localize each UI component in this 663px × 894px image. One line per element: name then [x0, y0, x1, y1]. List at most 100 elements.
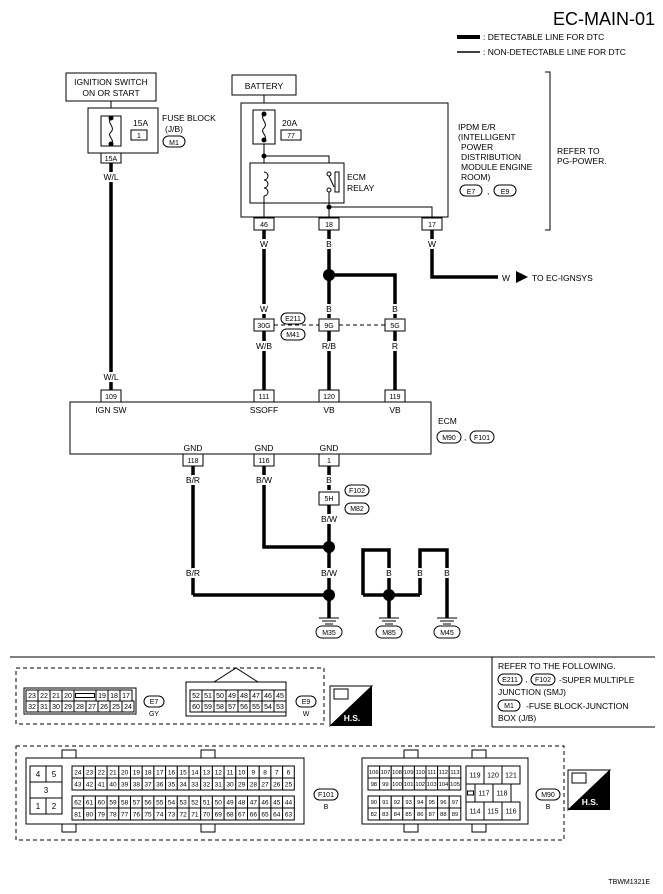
svg-text:H.S.: H.S. [344, 713, 361, 723]
m90-pin-101-label: 101 [404, 782, 414, 788]
wire-label-wl-bottom: W/L [103, 372, 118, 382]
ecm-relay-box [249, 162, 345, 204]
ecm-connector-f101: F101 [474, 435, 490, 442]
f101-pin-48-label: 48 [238, 799, 246, 806]
refer-note-jb-2: BOX (J/B) [498, 713, 536, 723]
f101-pin-51-label: 51 [203, 799, 211, 806]
f101-pin-73-label: 73 [168, 811, 176, 818]
f101-pin-58-label: 58 [121, 799, 129, 806]
e7-pin-19-label: 19 [98, 693, 106, 700]
ipdm-label-4: DISTRIBUTION [461, 152, 521, 162]
ecm-box [69, 401, 432, 455]
ipdm-terminal-17: 17 [428, 222, 436, 229]
e7-pin-blank4-blank [75, 693, 95, 698]
f101-pin-63-label: 63 [285, 811, 293, 818]
m90-pin-83-label: 83 [382, 812, 388, 818]
f101-pin-44-label: 44 [285, 799, 293, 806]
svg-text:,: , [525, 674, 527, 684]
f101-pin-50-label: 50 [215, 799, 223, 806]
wire-label-w-1: W [260, 239, 268, 249]
relay-switch-icon [328, 175, 335, 188]
f101-pin-34-label: 34 [180, 781, 188, 788]
wire-label-b-1: B [326, 239, 332, 249]
f101-pin-52-label: 52 [191, 799, 199, 806]
e9-pin-49-label: 49 [228, 693, 236, 700]
splice-gnd-1 [323, 541, 335, 553]
wire-label-br-1: B/R [186, 475, 200, 485]
refer-note-f102: F102 [535, 677, 551, 684]
m90-pin-114-label: 114 [469, 809, 480, 816]
wire-label-b-7: B [444, 568, 450, 578]
ecm-pin-name-vb-2: VB [389, 405, 401, 415]
e7-pin-20-label: 20 [64, 693, 72, 700]
connector-e7-color: GY [149, 711, 159, 718]
m90-pin-91-label: 91 [382, 800, 388, 806]
svg-text:H.S.: H.S. [582, 797, 599, 807]
f102-connector: F102 [349, 488, 365, 495]
f101-pin-25-label: 25 [285, 781, 293, 788]
m90-pin-89 [448, 807, 462, 821]
wire-label-wb: W/B [256, 341, 272, 351]
ecm-pin-109: 109 [105, 394, 117, 401]
connector-f101-name: F101 [318, 792, 334, 799]
m90-pin-106-label: 106 [369, 770, 379, 776]
ecm-pin-name-gnd-2: GND [255, 443, 274, 453]
fuse-block-slot: 1 [137, 133, 141, 140]
e7-pin-18-label: 18 [110, 693, 118, 700]
refer-note-m1: M1 [504, 703, 514, 710]
wire-label-rb: R/B [322, 341, 337, 351]
m90-pin-120-label: 120 [487, 773, 499, 780]
f101-pin-24-label: 24 [74, 769, 82, 776]
f101-pin-35-label: 35 [168, 781, 176, 788]
m90-pin-108-label: 108 [392, 770, 402, 776]
f101-pin-81-label: 81 [74, 811, 82, 818]
f101-pin-45-label: 45 [273, 799, 281, 806]
ignition-switch-box [65, 72, 157, 102]
f101-pin-25 [282, 777, 295, 791]
m90-pin-109-label: 109 [404, 770, 414, 776]
e9-pin-51-label: 51 [204, 693, 212, 700]
junction-9g: 9G [324, 323, 333, 330]
wire-label-b-3: B [392, 304, 398, 314]
svg-text:,: , [464, 432, 466, 442]
ground-m85: M85 [382, 630, 396, 637]
f101-pin-72-label: 72 [180, 811, 188, 818]
f101-pin-62-label: 62 [74, 799, 82, 806]
e7-pin-28-label: 28 [76, 704, 84, 711]
hs-badge: H.S. [567, 769, 612, 812]
connector-e9-color: W [303, 711, 310, 718]
e9-pin-52-label: 52 [192, 693, 200, 700]
svg-text:,: , [487, 186, 489, 196]
e9-pin-50-label: 50 [216, 693, 224, 700]
f101-pin-67-label: 67 [238, 811, 246, 818]
refer-note-jb-1: -FUSE BLOCK-JUNCTION [526, 701, 628, 711]
f101-pin-70-label: 70 [203, 811, 211, 818]
f101-pin-65-label: 65 [261, 811, 269, 818]
m90-pin-110-label: 110 [416, 770, 425, 776]
e9-pin-45-label: 45 [276, 693, 284, 700]
fuse-block-jb: (J/B) [165, 124, 183, 134]
ipdm-label-2: (INTELLIGENT [458, 132, 516, 142]
ground-m45: M45 [440, 630, 454, 637]
e9-pin-55-label: 55 [252, 704, 260, 711]
f101-pin-17-label: 17 [156, 769, 164, 776]
f101-pin-23-label: 23 [86, 769, 94, 776]
ecm-pin-111: 111 [259, 394, 270, 401]
battery-label: BATTERY [245, 81, 284, 91]
connector-m90-name: M90 [541, 792, 555, 799]
connector-m90-color: B [546, 804, 551, 811]
f101-pin-4-label: 4 [36, 770, 41, 779]
wire-label-b-4: B [326, 475, 332, 485]
ecm-relay-label-1: ECM [347, 172, 366, 182]
ecm-connector-m90: M90 [442, 435, 456, 442]
m90-pin-82-label: 82 [371, 812, 377, 818]
fuse-block-fuse-rating: 15A [133, 118, 148, 128]
e9-pin-46-label: 46 [264, 693, 272, 700]
f101-pin-37-label: 37 [144, 781, 152, 788]
f101-pin-61-label: 61 [86, 799, 94, 806]
f101-pin-19-label: 19 [133, 769, 141, 776]
to-ignsys-label: TO EC-IGNSYS [532, 273, 593, 283]
m90-pin-104-label: 104 [439, 782, 449, 788]
m90-pin-115-label: 115 [487, 809, 498, 816]
